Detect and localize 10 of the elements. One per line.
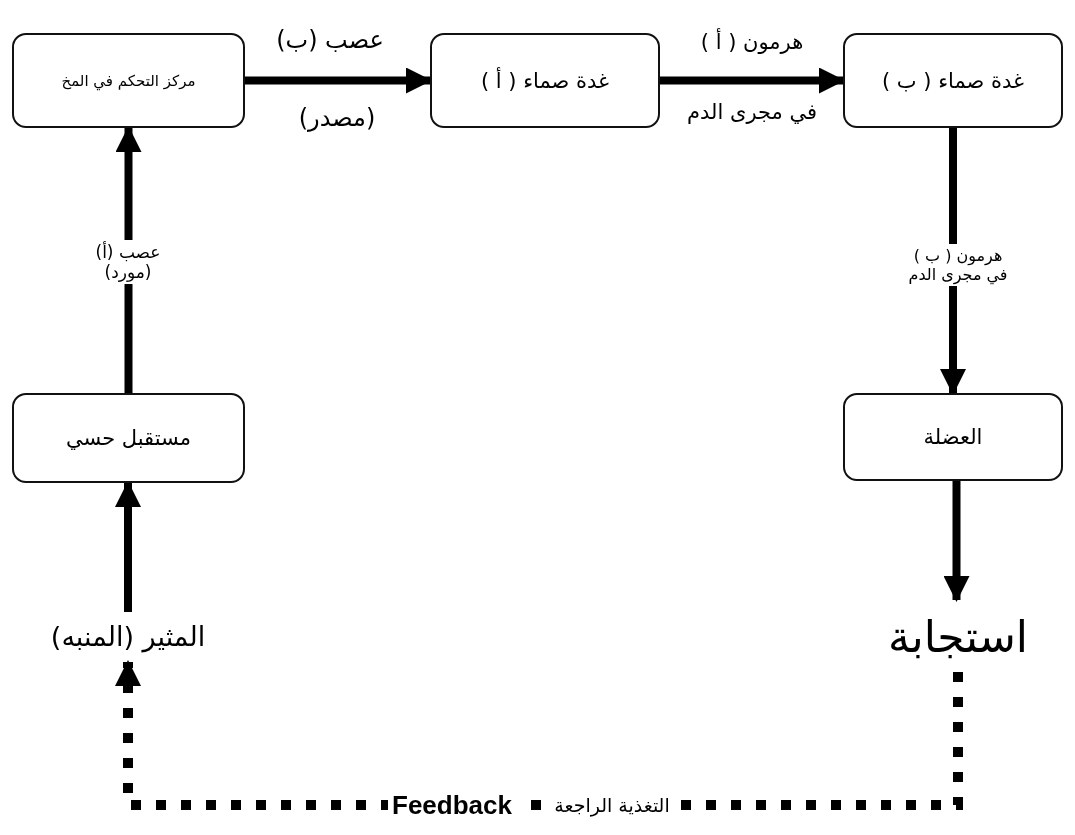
arrow — [245, 67, 432, 94]
process-box: غدة صماء ( ب ) — [843, 33, 1063, 128]
arrow — [660, 67, 845, 94]
process-box: مستقبل حسي — [12, 393, 245, 483]
process-box: العضلة — [843, 393, 1063, 481]
response-text: استجابة — [850, 600, 1066, 672]
stimulus-text: المثير (المنبه) — [18, 612, 238, 660]
arrow — [943, 481, 970, 602]
process-box: مركز التحكم في المخ — [12, 33, 245, 128]
process-box: غدة صماء ( أ ) — [430, 33, 660, 128]
